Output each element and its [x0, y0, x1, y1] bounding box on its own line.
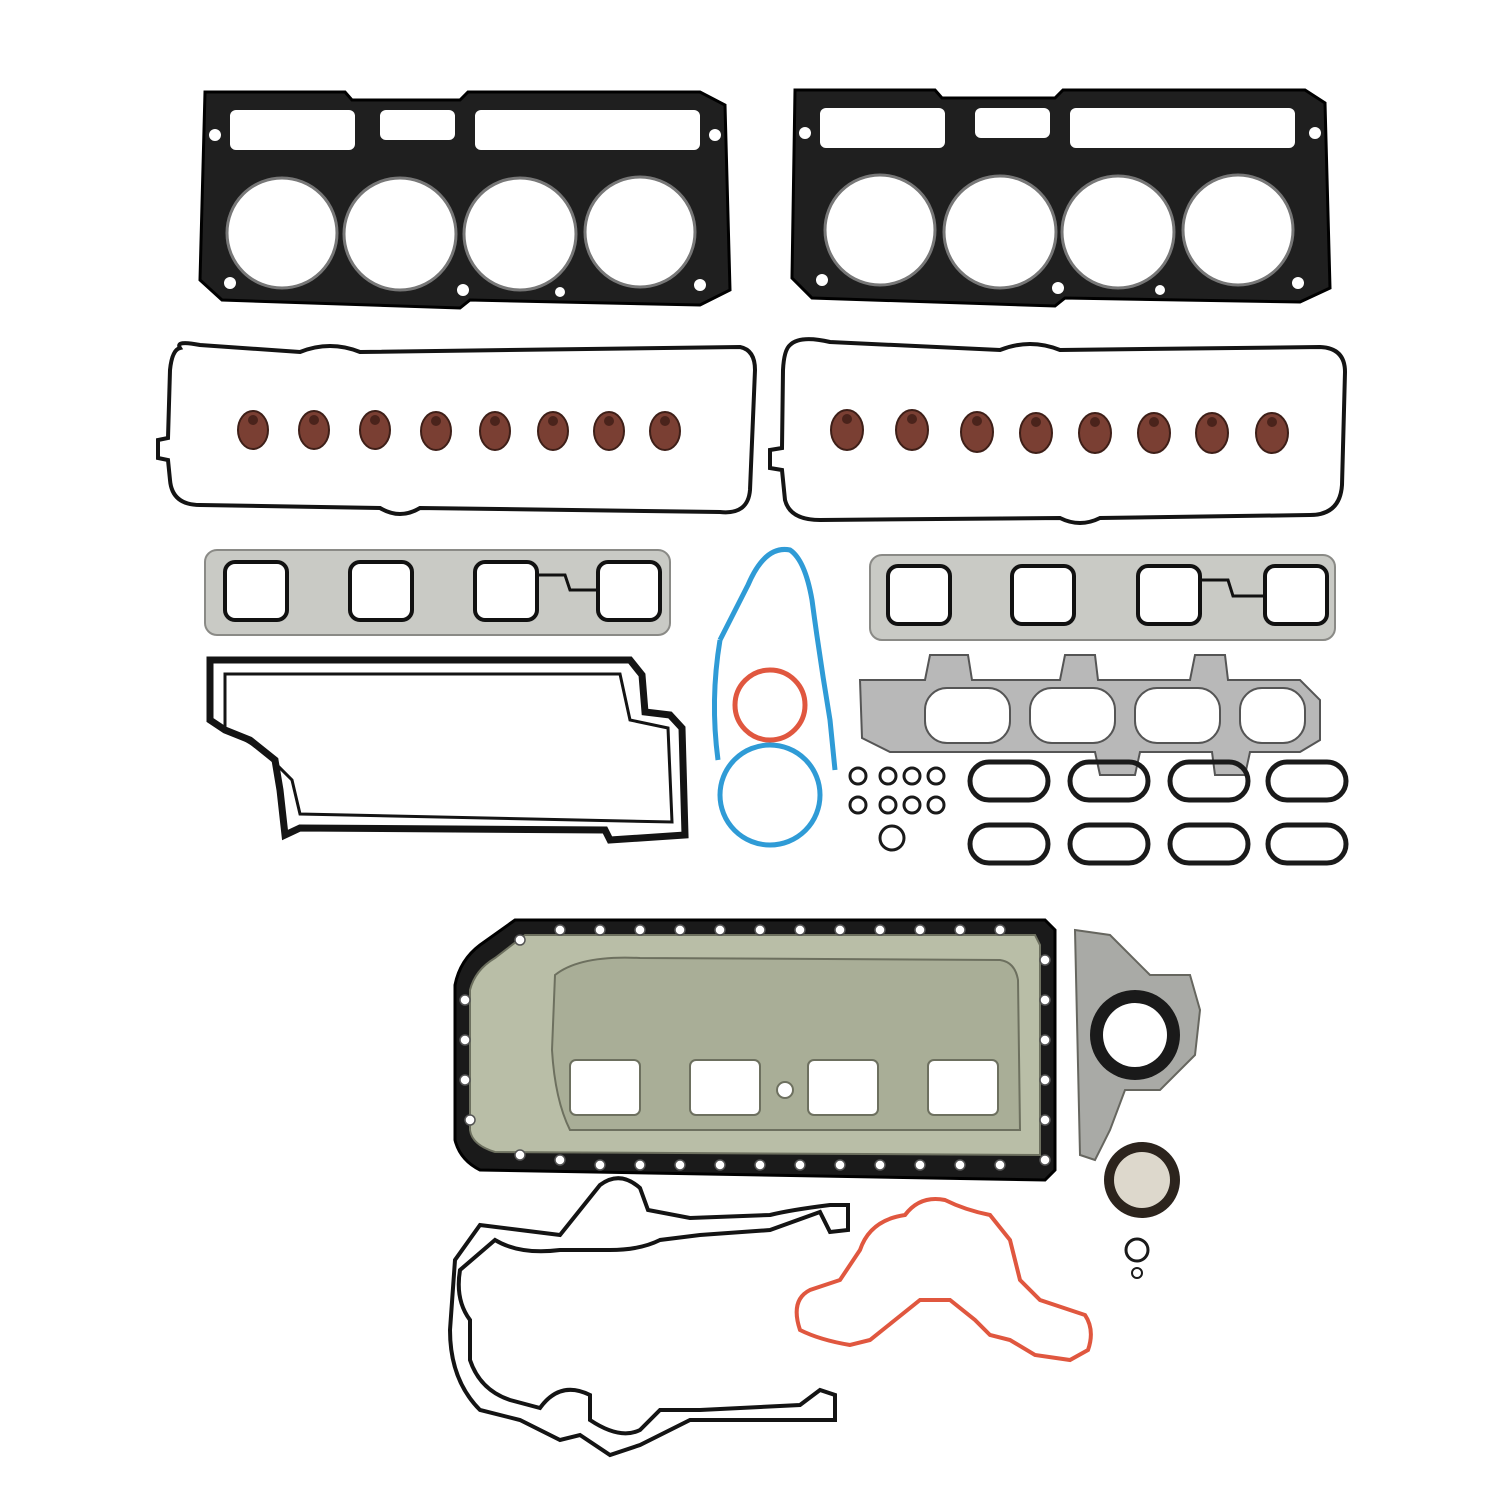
rear-main-seal-housing [1073, 928, 1202, 1162]
water-outlet-gasket-red [794, 1197, 1093, 1363]
valve-cover-gasket-right [768, 337, 1348, 525]
head-gasket-left [198, 90, 732, 310]
intake-gasket-right [869, 554, 1336, 641]
oil-pan-gasket [453, 918, 1057, 1182]
valve-cover-gasket-left [156, 341, 758, 516]
water-pump-gasket [447, 1176, 850, 1458]
exhaust-manifold-gasket [858, 654, 1321, 776]
spark-plug-tube-seals [967, 759, 1349, 866]
timing-cover-seal-blue [711, 546, 838, 848]
plenum-gasket [206, 656, 689, 844]
intake-gasket-left [204, 549, 671, 636]
valve-stem-seals [237, 409, 1289, 454]
head-gasket-right [790, 88, 1332, 308]
front-crank-seal [1104, 1142, 1180, 1279]
small-o-rings [848, 766, 946, 852]
